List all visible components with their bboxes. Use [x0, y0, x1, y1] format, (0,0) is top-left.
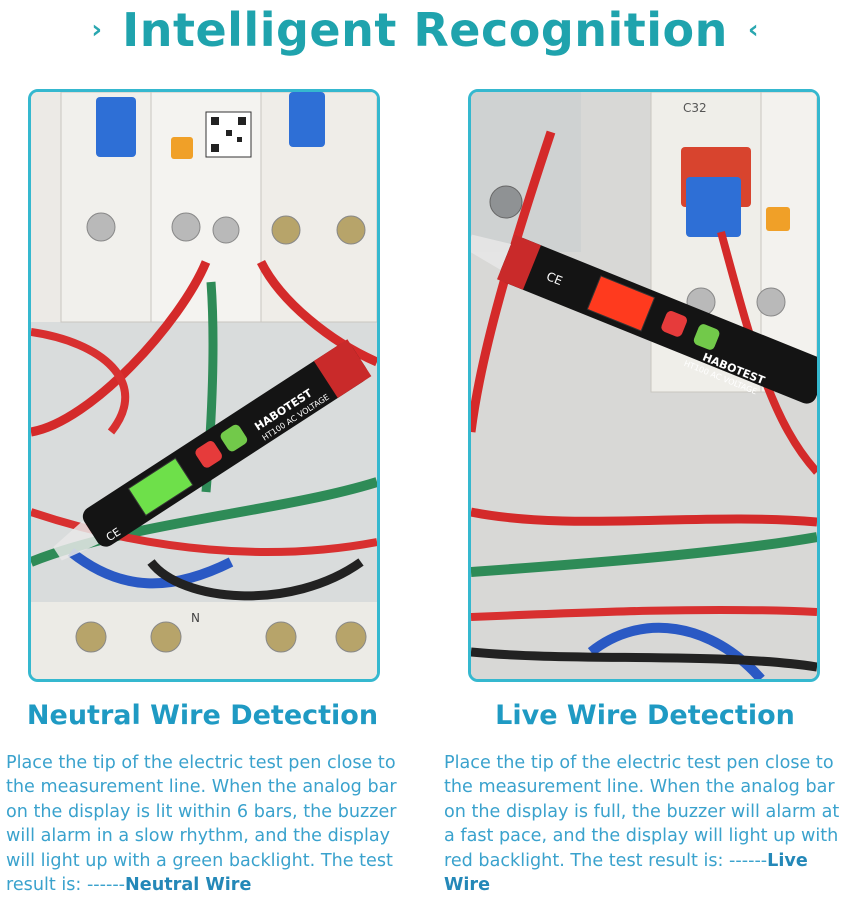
neutral-wire-illustration: N CE HABOTEST HT100 AC VOLTAGE: [31, 92, 377, 679]
neutral-wire-description-text: Place the tip of the electric test pen c…: [6, 753, 397, 896]
neutral-wire-description: Place the tip of the electric test pen c…: [6, 751, 416, 897]
pen-cert: CE: [544, 269, 564, 288]
live-wire-description: Place the tip of the electric test pen c…: [444, 751, 850, 897]
chevron-left-icon: ‹: [747, 15, 759, 45]
neutral-wire-heading: Neutral Wire Detection: [26, 700, 379, 731]
neutral-wire-result: Neutral Wire: [125, 875, 252, 896]
live-wire-heading: Live Wire Detection: [495, 700, 795, 731]
neutral-wire-photo: N CE HABOTEST HT100 AC VOLTAGE: [28, 89, 380, 682]
live-wire-description-text: Place the tip of the electric test pen c…: [444, 753, 840, 871]
live-wire-illustration: C32 CE HABOTEST HT100 AC VOLTAGE: [471, 92, 817, 679]
live-wire-result: Live Wire: [444, 850, 808, 896]
chevron-right-icon: ›: [91, 15, 103, 45]
breaker-label: C32: [683, 101, 707, 115]
terminal-label: N: [191, 611, 200, 625]
live-wire-photo: C32 CE HABOTEST HT100 AC VOLTAGE: [468, 89, 820, 682]
page-title: Intelligent Recognition: [122, 3, 728, 57]
headline: › Intelligent Recognition ‹: [0, 0, 850, 60]
